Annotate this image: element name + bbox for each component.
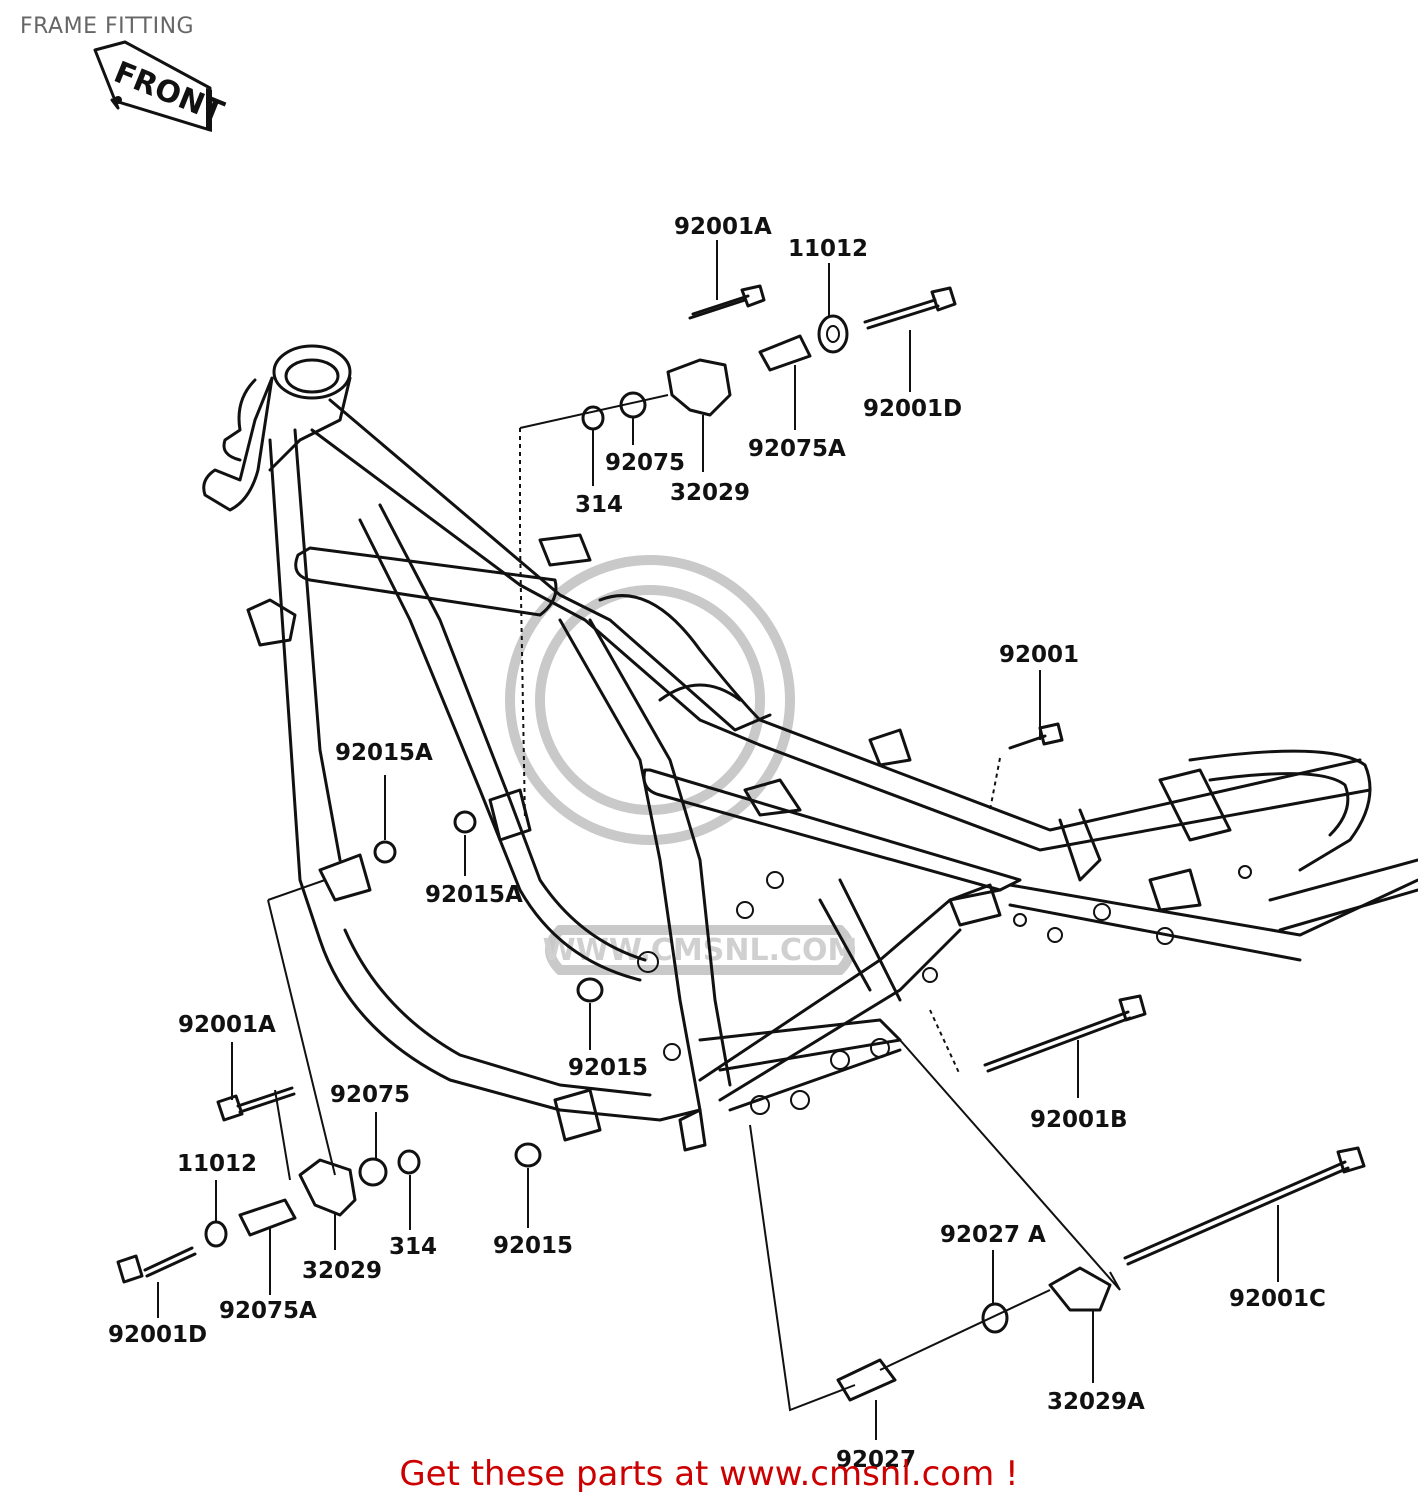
label-11012-left: 11012 bbox=[177, 1151, 257, 1177]
label-92001A-top: 92001A bbox=[674, 214, 772, 240]
front-arrow-marker: FRONT bbox=[93, 40, 229, 132]
promo-link[interactable]: Get these parts at www.cmsnl.com ! bbox=[399, 1454, 1019, 1494]
page-title: FRAME FITTING bbox=[20, 14, 195, 39]
label-92015A-right: 92015A bbox=[425, 882, 523, 908]
label-11012-top: 11012 bbox=[788, 236, 868, 262]
label-32029A: 32029A bbox=[1047, 1389, 1145, 1415]
label-92001C: 92001C bbox=[1229, 1286, 1326, 1312]
label-92075-top: 92075 bbox=[605, 450, 685, 476]
label-92075-left: 92075 bbox=[330, 1082, 410, 1108]
label-92001D-left: 92001D bbox=[108, 1322, 207, 1348]
label-92001D-top: 92001D bbox=[863, 396, 962, 422]
label-92015-mid: 92015 bbox=[568, 1055, 648, 1081]
motorcycle-frame bbox=[202, 344, 1418, 1152]
watermark-text: WWW.CMSNL.COM bbox=[543, 933, 858, 968]
label-92001A-left: 92001A bbox=[178, 1012, 276, 1038]
left-engine-mount-parts bbox=[116, 1086, 421, 1284]
label-92001-right: 92001 bbox=[999, 642, 1079, 668]
top-engine-mount-parts bbox=[581, 284, 957, 431]
part-labels: 92001A 11012 92001D 92075 92075A 32029 3… bbox=[108, 214, 1326, 1473]
label-92015-low: 92015 bbox=[493, 1233, 573, 1259]
label-92027-bottom: 92027 bbox=[836, 1447, 916, 1473]
label-314-left: 314 bbox=[389, 1234, 437, 1260]
label-314-top: 314 bbox=[575, 492, 623, 518]
label-92027A: 92027 A bbox=[940, 1222, 1046, 1248]
label-32029-left: 32029 bbox=[302, 1258, 382, 1284]
label-32029-top: 32029 bbox=[670, 480, 750, 506]
lower-mount-parts bbox=[836, 994, 1366, 1402]
leader-lines bbox=[157, 240, 1279, 1440]
label-92001B: 92001B bbox=[1030, 1107, 1128, 1133]
label-92015A-left: 92015A bbox=[335, 740, 433, 766]
label-92075A-top: 92075A bbox=[748, 436, 846, 462]
label-92075A-left: 92075A bbox=[219, 1298, 317, 1324]
